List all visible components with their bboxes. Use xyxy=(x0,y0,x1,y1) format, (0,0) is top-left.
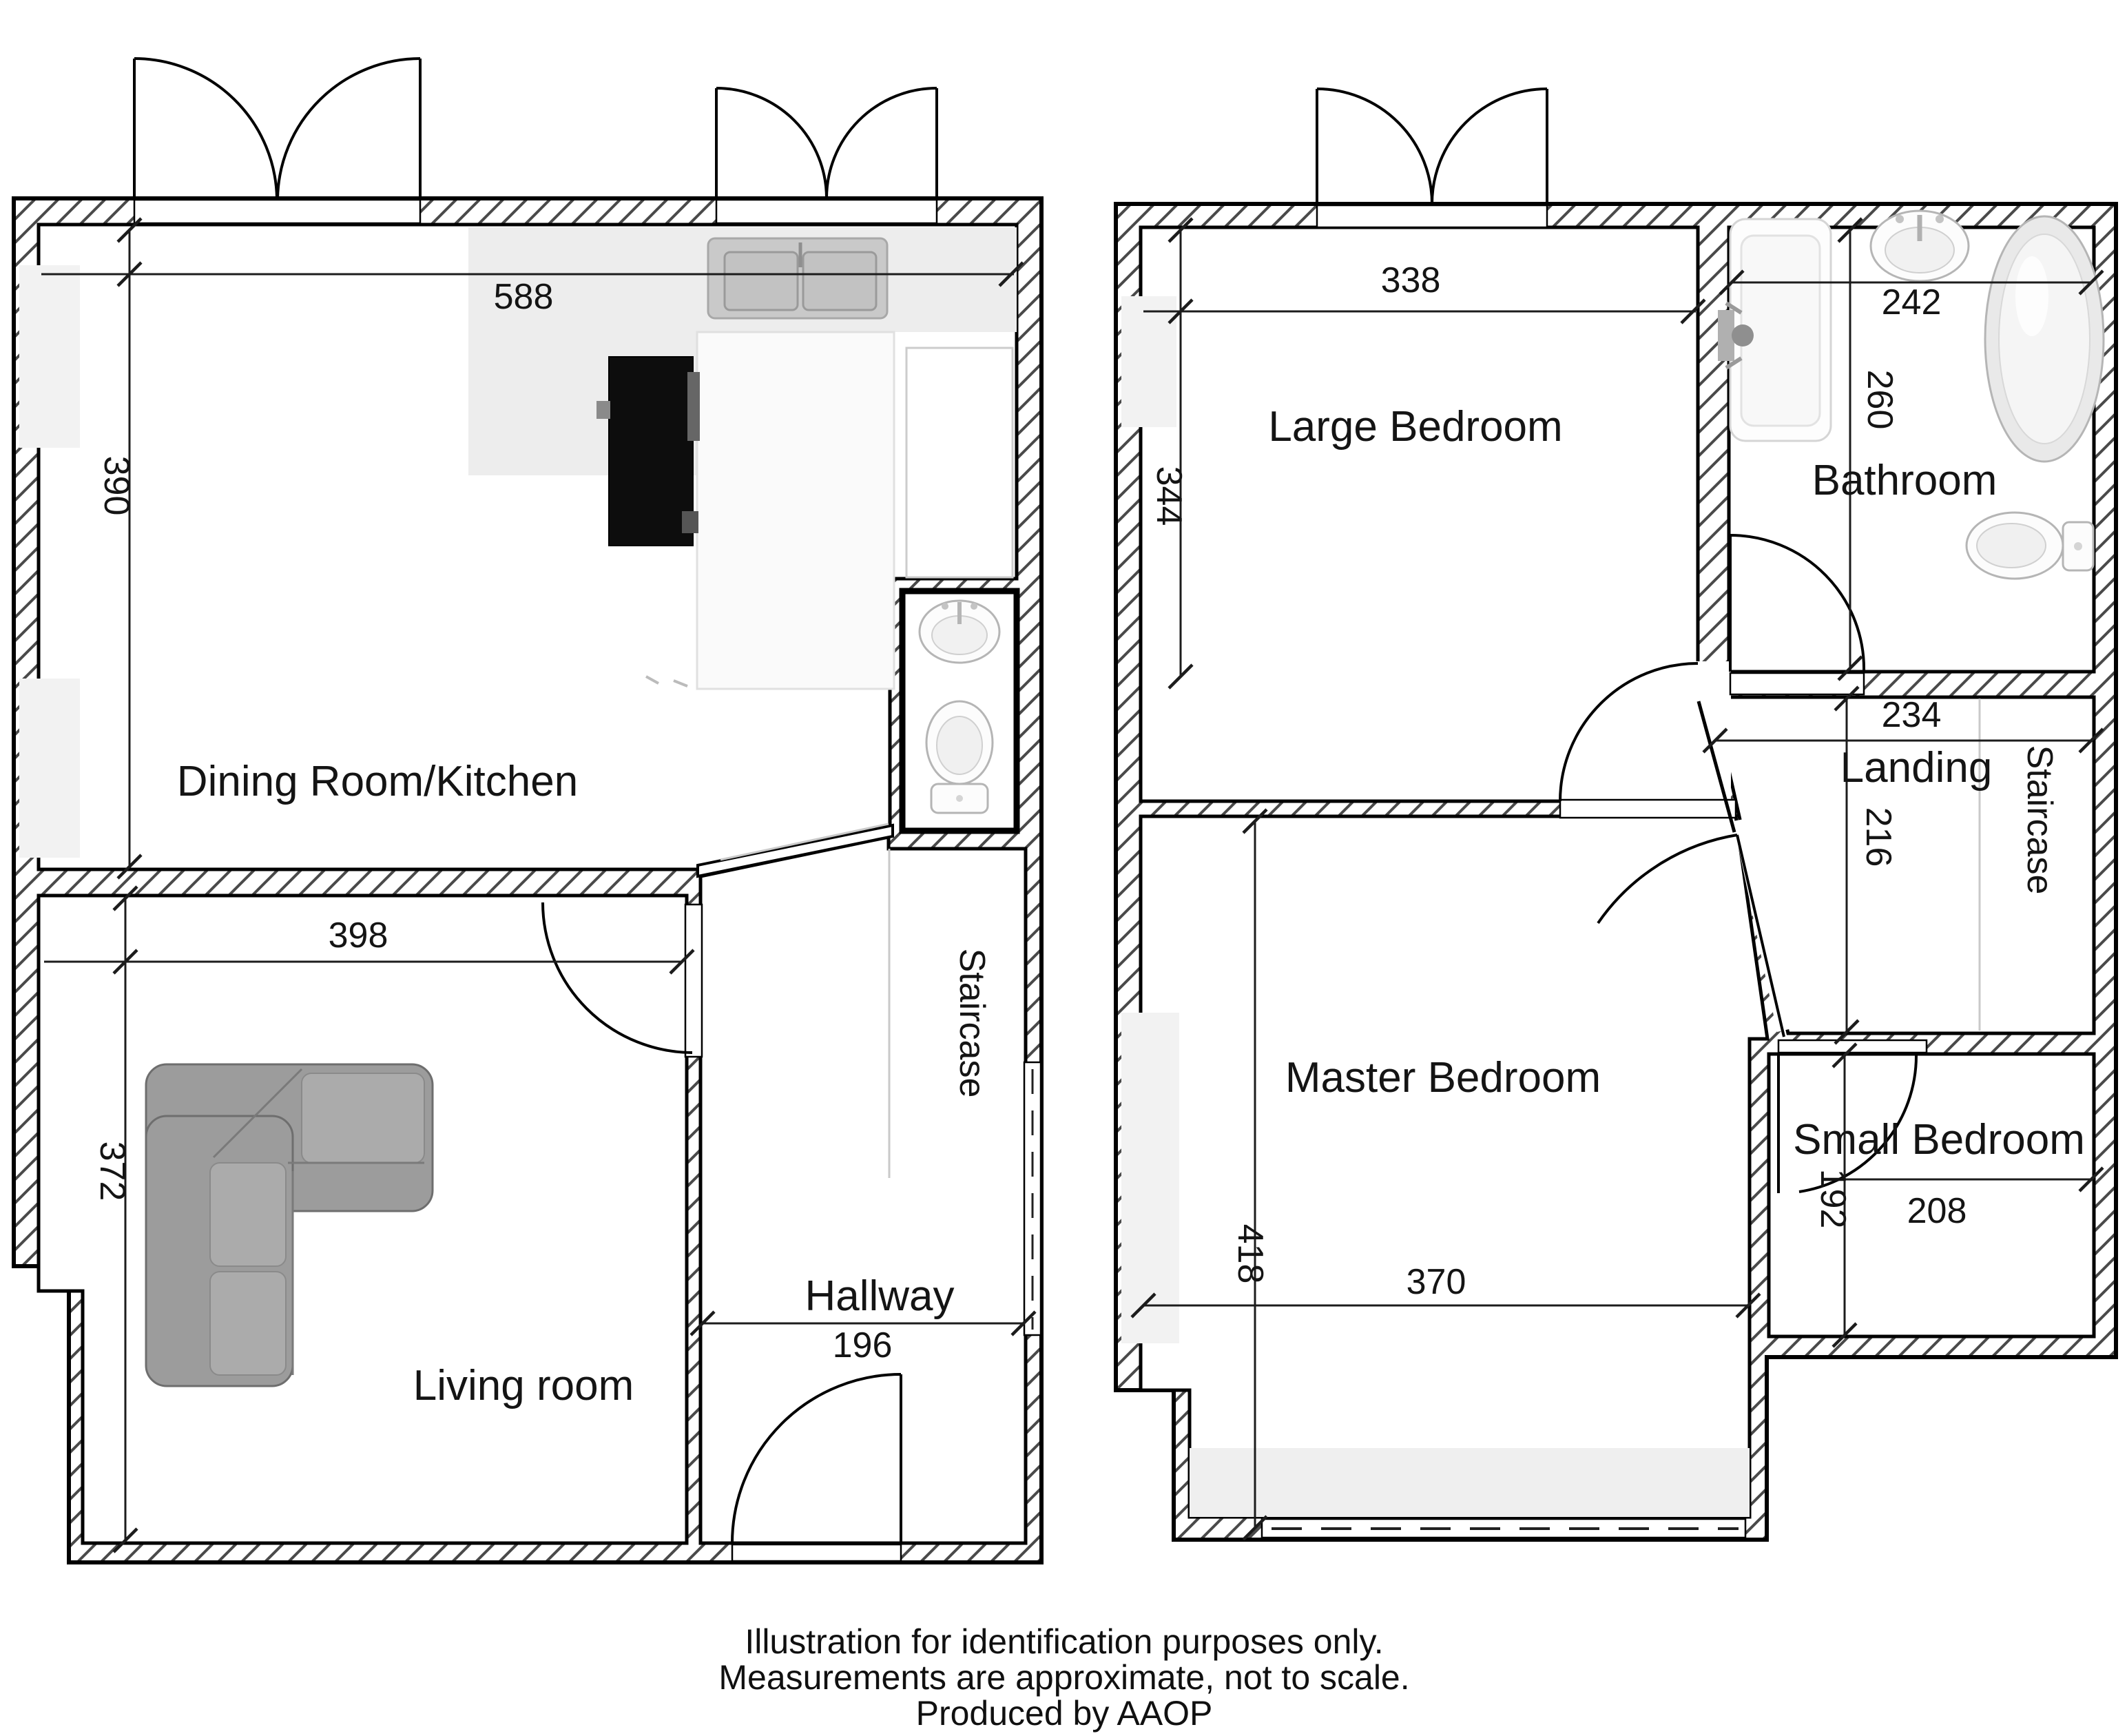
stair-diagonal-gray-ground xyxy=(720,823,889,861)
footer-line-2: Measurements are approximate, not to sca… xyxy=(718,1658,1409,1697)
label-landing: Landing xyxy=(1840,744,1993,792)
dimension-hallway-width xyxy=(689,1310,1037,1336)
dimension-landing-width xyxy=(1702,727,2104,754)
bathroom-toilet-icon xyxy=(1965,511,2095,580)
cooker-icon xyxy=(596,356,700,546)
dimension-bath-height xyxy=(1837,217,1863,681)
banister-band-ground xyxy=(696,823,894,878)
ground-floor-plan: Dining Room/Kitchen Living room Hallway … xyxy=(12,57,1044,1564)
label-master-bedroom: Master Bedroom xyxy=(1285,1054,1601,1102)
label-hallway: Hallway xyxy=(805,1272,954,1320)
dim-344: 344 xyxy=(1149,466,1189,526)
room-living xyxy=(37,893,689,1545)
kitchen-worktop xyxy=(696,331,895,690)
french-door-2 xyxy=(715,87,938,199)
french-door-1 xyxy=(133,57,422,199)
room-master-bedroom xyxy=(1139,814,1770,1519)
shower-tray-icon xyxy=(1718,218,1832,442)
window-dining-west xyxy=(19,265,80,448)
dim-196: 196 xyxy=(833,1325,893,1365)
french-door-first xyxy=(1316,87,1548,205)
footer-line-1: Illustration for identification purposes… xyxy=(745,1622,1383,1661)
room-large-bedroom xyxy=(1139,225,1700,803)
opening-front-door xyxy=(731,1543,902,1562)
window-master-west xyxy=(1121,1013,1179,1343)
dim-260: 260 xyxy=(1860,370,1900,430)
label-bathroom: Bathroom xyxy=(1812,457,1998,504)
first-floor-plan: Large Bedroom Bathroom Landing Staircase… xyxy=(1114,87,2118,1542)
dim-372: 372 xyxy=(92,1141,132,1201)
footer-disclaimer: Illustration for identification purposes… xyxy=(718,1622,1409,1733)
room-small-bedroom xyxy=(1767,1052,2096,1339)
label-small-bedroom: Small Bedroom xyxy=(1793,1116,2085,1164)
dim-234: 234 xyxy=(1882,695,1942,735)
bathroom-basin-icon xyxy=(1869,209,1970,282)
dim-216: 216 xyxy=(1858,807,1898,867)
dimension-bath-width xyxy=(1719,269,2104,296)
opening-master-door xyxy=(1559,798,1737,819)
kitchen-sink-icon xyxy=(707,237,889,320)
bathtub-icon xyxy=(1984,215,2105,463)
dimension-large-height xyxy=(1168,217,1194,690)
dim-192: 192 xyxy=(1813,1169,1853,1229)
wc-basin-icon xyxy=(918,599,1001,664)
kitchen-tap-marks xyxy=(645,675,688,688)
dim-242: 242 xyxy=(1882,282,1942,322)
dimension-dining-height xyxy=(116,217,143,880)
dimension-master-height xyxy=(1242,808,1268,1541)
dim-390: 390 xyxy=(96,456,136,516)
dim-208: 208 xyxy=(1907,1191,1967,1231)
front-door xyxy=(731,1373,902,1544)
label-living: Living room xyxy=(413,1362,634,1409)
small-bedroom-door xyxy=(1777,1055,1918,1193)
opening-french-door-1 xyxy=(133,198,422,225)
label-dining-kitchen: Dining Room/Kitchen xyxy=(177,758,578,805)
dimension-landing-height xyxy=(1834,685,1860,1045)
bathroom-door xyxy=(1729,534,1866,672)
dim-338: 338 xyxy=(1381,260,1441,300)
dimension-small-width xyxy=(1845,1166,2104,1192)
master-floor-band xyxy=(1190,1448,1750,1517)
dimension-master-width xyxy=(1130,1292,1761,1319)
kitchen-unit-right xyxy=(905,347,1014,579)
dimension-small-height xyxy=(1832,1042,1858,1348)
opening-landing-diagonal xyxy=(1733,818,1795,1032)
opening-french-door-2 xyxy=(715,198,938,225)
label-large-bedroom: Large Bedroom xyxy=(1268,403,1562,451)
label-staircase-first: Staircase xyxy=(2020,745,2059,895)
dim-398: 398 xyxy=(329,916,388,955)
banister-inner-line xyxy=(1697,701,1736,833)
footer-line-3: Produced by AAOP xyxy=(916,1694,1213,1733)
opening-living-hall-door xyxy=(684,903,703,1058)
large-bedroom-door-arc xyxy=(1559,662,1699,802)
dim-418: 418 xyxy=(1230,1224,1270,1284)
room-hallway-staircase xyxy=(698,834,1028,1545)
dim-588: 588 xyxy=(494,277,554,317)
dimension-living-height xyxy=(112,885,138,1553)
wc-toilet-icon xyxy=(925,700,994,814)
living-room-door-arc xyxy=(541,902,693,1054)
window-living-west xyxy=(19,679,80,858)
dim-370: 370 xyxy=(1407,1262,1466,1302)
window-large-bedroom-west xyxy=(1121,296,1176,427)
corner-sofa-icon xyxy=(145,1063,434,1387)
label-staircase-ground: Staircase xyxy=(952,949,992,1098)
opening-french-door-first xyxy=(1316,204,1548,229)
master-bedroom-door xyxy=(1597,834,1785,1037)
